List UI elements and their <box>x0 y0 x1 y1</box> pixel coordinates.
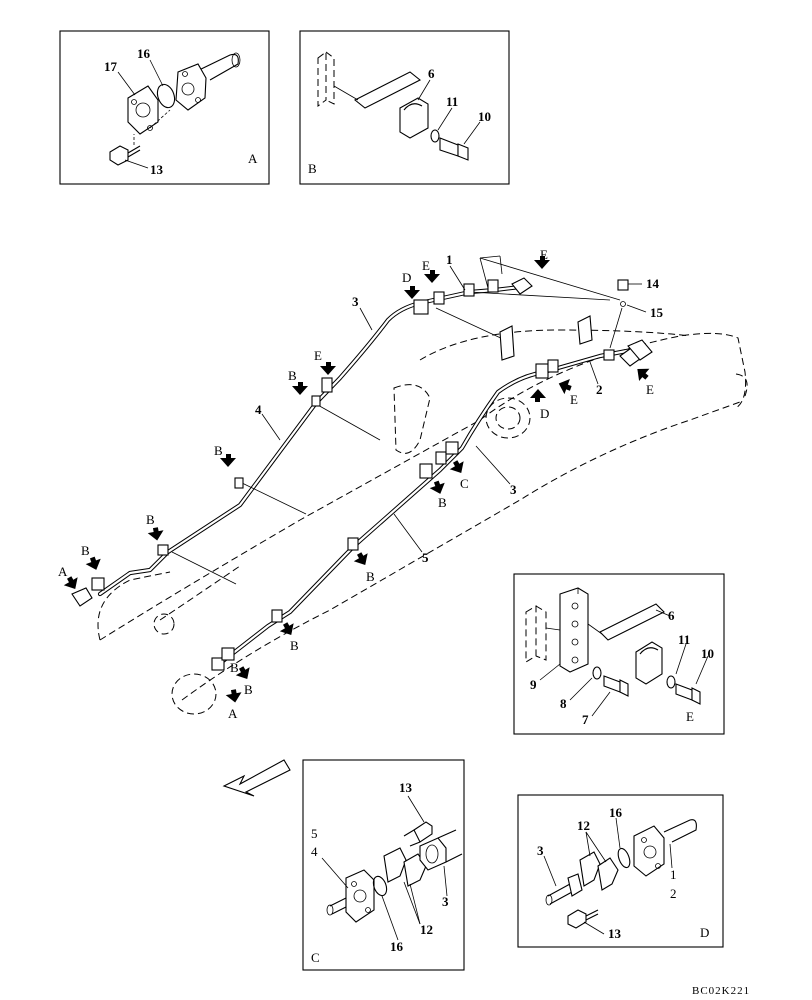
view-e-panel: 9 6 11 10 8 7 E <box>513 573 725 735</box>
fitting-15-icon <box>620 301 626 307</box>
callout-16-d: 16 <box>609 805 623 820</box>
marker-b-6: B <box>366 569 375 584</box>
o-ring-icon <box>156 83 176 109</box>
view-e-border <box>513 573 725 735</box>
callout-13-d: 13 <box>608 926 622 941</box>
fitting-label-15: 15 <box>650 305 664 320</box>
marker-b-7: B <box>290 638 299 653</box>
marker-a-2: A <box>228 706 238 721</box>
pipe-label-4: 4 <box>255 402 262 417</box>
clamp-block-icon <box>399 97 429 139</box>
pipe-label-2: 2 <box>596 382 603 397</box>
pipe-label-3-lower: 3 <box>510 482 517 497</box>
marker-b-5: B <box>438 495 447 510</box>
clamp-bar-icon <box>353 71 422 109</box>
plate-icon <box>559 587 589 673</box>
callout-11-e: 11 <box>678 632 690 647</box>
marker-c: C <box>460 476 469 491</box>
callout-3-c: 3 <box>442 894 449 909</box>
marker-d-2: D <box>540 406 549 421</box>
callout-12-c: 12 <box>420 922 433 937</box>
view-letter-a: A <box>248 151 258 166</box>
marker-b-8: B <box>244 682 253 697</box>
fitting-14-icon <box>617 279 629 291</box>
marker-e-4: E <box>570 392 578 407</box>
callout-3-d: 3 <box>537 843 544 858</box>
callout-9: 9 <box>530 677 537 692</box>
view-letter-b: B <box>308 161 317 176</box>
pipe-label-3-upper: 3 <box>352 294 359 309</box>
view-b-panel: 6 11 10 B <box>299 30 510 185</box>
callout-6: 6 <box>428 66 435 81</box>
marker-b-3: B <box>214 443 223 458</box>
view-letter-d: D <box>700 925 709 940</box>
view-markers: A A B B B B B B B B B C D D <box>58 247 654 721</box>
callout-10: 10 <box>478 109 491 124</box>
view-c-panel: 13 5 4 3 12 16 C <box>302 759 465 971</box>
marker-b-4: B <box>288 368 297 383</box>
view-a-panel: 17 16 13 A <box>59 30 270 185</box>
view-letter-e: E <box>686 709 694 724</box>
callout-7: 7 <box>582 712 589 727</box>
end-fitting-icon <box>71 587 93 607</box>
callout-13-c: 13 <box>399 780 413 795</box>
front-direction-arrow-icon <box>222 759 291 797</box>
callout-13: 13 <box>150 162 164 177</box>
callout-5-c: 5 <box>311 826 318 841</box>
marker-e-3: E <box>314 348 322 363</box>
callout-12-d: 12 <box>577 818 590 833</box>
marker-b-2: B <box>146 512 155 527</box>
callout-16: 16 <box>137 46 151 61</box>
boom-assembly: 1 2 3 3 4 5 14 15 A A B B B B B B B B <box>58 247 748 721</box>
view-d-border <box>517 794 724 948</box>
callout-6-e: 6 <box>668 608 675 623</box>
clamp-bar-icon-e <box>599 603 665 641</box>
view-c-border <box>302 759 465 971</box>
callout-10-e: 10 <box>701 646 714 661</box>
marker-e-2: E <box>540 247 548 262</box>
pipe-label-1: 1 <box>446 252 453 267</box>
callout-8: 8 <box>560 696 567 711</box>
view-b-border <box>299 30 510 185</box>
pipe-label-5: 5 <box>422 550 429 565</box>
boom-pivot-icon <box>485 397 531 439</box>
flange-icon-c <box>345 869 375 923</box>
flange-icon-d <box>633 825 665 877</box>
pipe-icon <box>194 53 239 81</box>
bolt-icon <box>109 145 129 166</box>
clamp-icon <box>157 544 169 556</box>
marker-a-1: A <box>58 564 68 579</box>
marker-e-5: E <box>646 382 654 397</box>
callout-11: 11 <box>446 94 458 109</box>
marker-d-1: D <box>402 270 411 285</box>
marker-e-1: E <box>422 258 430 273</box>
flange-icon <box>175 63 207 111</box>
view-letter-c: C <box>311 950 320 965</box>
bolt-icon-b <box>439 137 459 157</box>
drawing-code: BC02K221 <box>692 985 750 997</box>
callout-4-c: 4 <box>311 844 318 859</box>
callout-16-c: 16 <box>390 939 404 954</box>
callout-1-d: 1 <box>670 867 677 882</box>
washer-icon <box>430 129 440 143</box>
marker-b-9: B <box>230 660 239 675</box>
split-flange-icon <box>127 85 159 135</box>
callout-17: 17 <box>104 59 118 74</box>
view-a-border <box>59 30 270 185</box>
callout-2-d: 2 <box>670 886 677 901</box>
view-d-panel: 12 16 3 1 2 13 D <box>517 794 724 948</box>
fitting-label-14: 14 <box>646 276 660 291</box>
marker-b-1: B <box>81 543 90 558</box>
